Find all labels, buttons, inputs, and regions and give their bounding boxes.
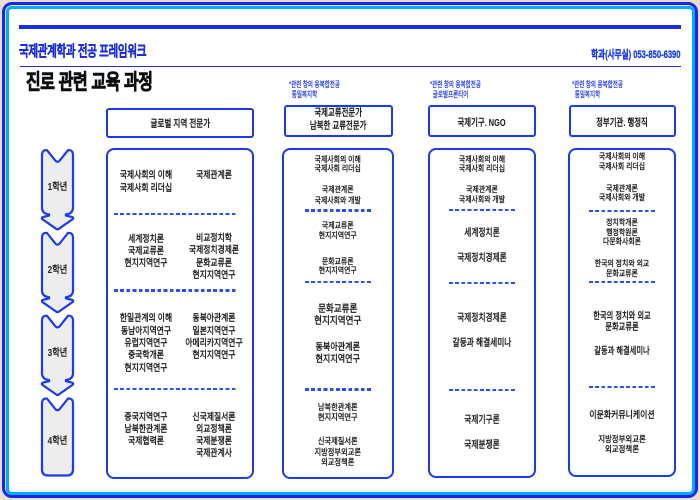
divider-col1-1 <box>114 212 238 216</box>
brand-title: 국제관계학과 전공 프레임워크 <box>19 43 147 61</box>
courses-col3-g8: 국제분쟁론 <box>464 439 500 451</box>
header-box-international-org-ngo: 국제기구. NGO <box>428 105 536 137</box>
divider-col1-3 <box>114 387 238 391</box>
course-box-col2 <box>282 147 394 479</box>
courses-col1-y1-right: 국제관계론 <box>196 169 233 181</box>
grade-label-4: 4학년 <box>47 435 68 447</box>
divider-col2-1 <box>304 209 371 212</box>
course-box-col4 <box>568 147 676 478</box>
divider-col2-3 <box>304 388 371 391</box>
course-box-col3 <box>428 148 536 478</box>
courses-col3-g3: 세계정치론 <box>464 227 500 239</box>
courses-col3-g6: 갈등과 해결세미나 <box>452 337 512 349</box>
top-rule-thin <box>19 65 681 67</box>
courses-col4-g7: 이문화커뮤니케이션 <box>589 409 655 421</box>
top-rule-thick <box>19 25 681 29</box>
course-box-col1 <box>106 148 254 479</box>
courses-col3-g5: 국제정치경제론 <box>457 312 507 324</box>
divider-col4-3 <box>589 385 655 388</box>
header-box-global-region-expert: 글로벌 지역 전문가 <box>106 107 254 138</box>
divider-col3-3 <box>449 388 515 392</box>
courses-col4-g6: 갈등과 해결세미나 <box>594 345 650 357</box>
divider-col2-2 <box>304 281 371 284</box>
phone-number: 학과(사무실) 053-850-6390 <box>591 48 681 61</box>
courses-col3-g4: 국제정치경제론 <box>457 253 507 265</box>
divider-col3-1 <box>449 209 515 212</box>
divider-col4-2 <box>589 281 655 284</box>
divider-col1-2 <box>114 289 238 292</box>
divider-col3-2 <box>449 281 515 285</box>
courses-col3-g7: 국제기구론 <box>464 414 500 426</box>
page-title: 진로 관련 교육 과정 <box>26 70 154 94</box>
grade-label-2: 2학년 <box>47 264 68 276</box>
header-box-government: 정부기관. 행정직 <box>568 105 676 137</box>
divider-col4-1 <box>589 210 655 213</box>
grade-label-1: 1학년 <box>47 181 68 193</box>
grade-label-3: 3학년 <box>47 347 68 359</box>
